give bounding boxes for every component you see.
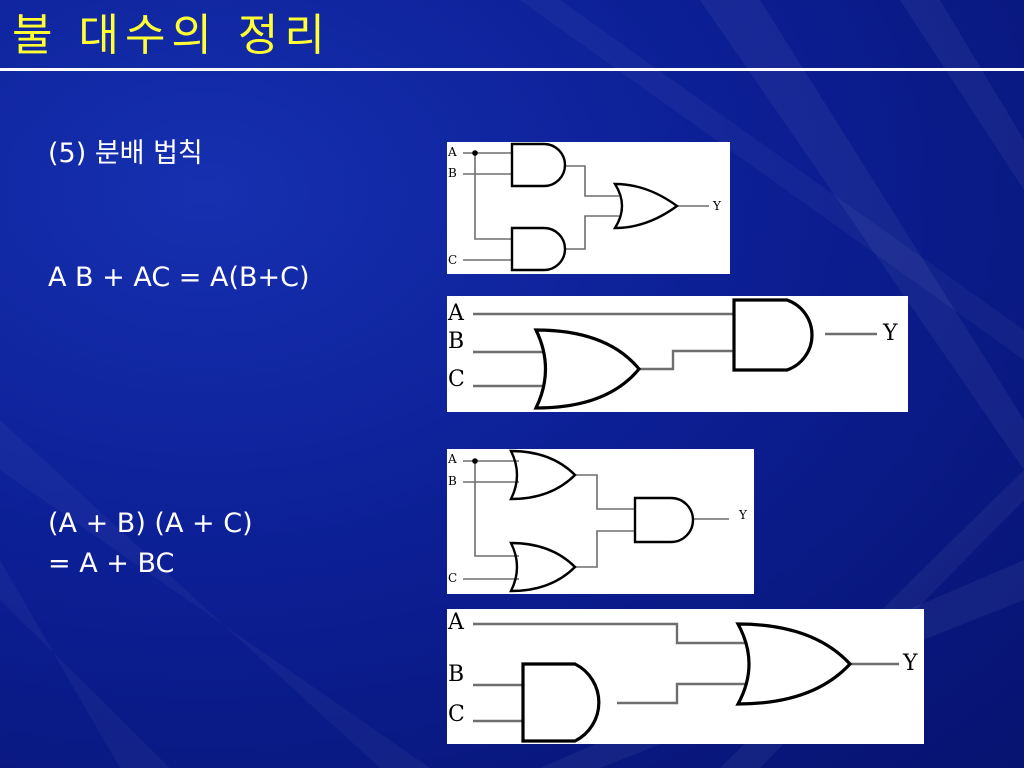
- input-c-label: C: [448, 702, 465, 727]
- input-b-label: B: [448, 166, 457, 180]
- or-gate-icon: [509, 449, 577, 501]
- input-b-label: B: [448, 329, 464, 354]
- input-a-label: A: [447, 301, 465, 326]
- or-gate-icon: [533, 328, 642, 410]
- and-gate-icon: [633, 496, 695, 544]
- and-gate-icon: [510, 226, 567, 272]
- or-gate-icon: [612, 182, 680, 230]
- or-gate-icon: [509, 541, 577, 593]
- input-a-label: A: [447, 610, 465, 635]
- and-gate-icon: [510, 142, 567, 188]
- and-gate-icon: [732, 298, 814, 372]
- title-divider: [0, 68, 1024, 71]
- equation-1: A B + AC = A(B+C): [48, 262, 310, 293]
- output-y-label: Y: [882, 321, 898, 346]
- output-y-label: Y: [738, 508, 748, 522]
- circuit-ab-plus-ac: A B C Y: [447, 142, 730, 274]
- circuit-a-times-b-plus-c: A B C Y: [447, 296, 908, 412]
- or-gate-icon: [735, 622, 853, 706]
- equation-2-line-1: (A + B) (A + C): [48, 508, 253, 539]
- law-heading: (5) 분배 법칙: [48, 138, 203, 169]
- circuit-a-plus-bc: A B C Y: [447, 609, 924, 744]
- input-a-label: A: [447, 452, 457, 466]
- equation-2-line-2: = A + BC: [48, 548, 175, 579]
- circuit-a-plus-b-times-a-plus-c: A B C Y: [447, 449, 754, 594]
- input-c-label: C: [448, 367, 465, 392]
- input-c-label: C: [448, 571, 457, 585]
- output-y-label: Y: [902, 651, 918, 676]
- input-b-label: B: [448, 662, 464, 687]
- and-gate-icon: [521, 662, 601, 743]
- input-c-label: C: [448, 253, 457, 267]
- input-a-label: A: [447, 145, 457, 159]
- input-b-label: B: [448, 474, 457, 488]
- slide-title: 불 대수의 정리: [12, 10, 331, 61]
- output-y-label: Y: [712, 199, 722, 213]
